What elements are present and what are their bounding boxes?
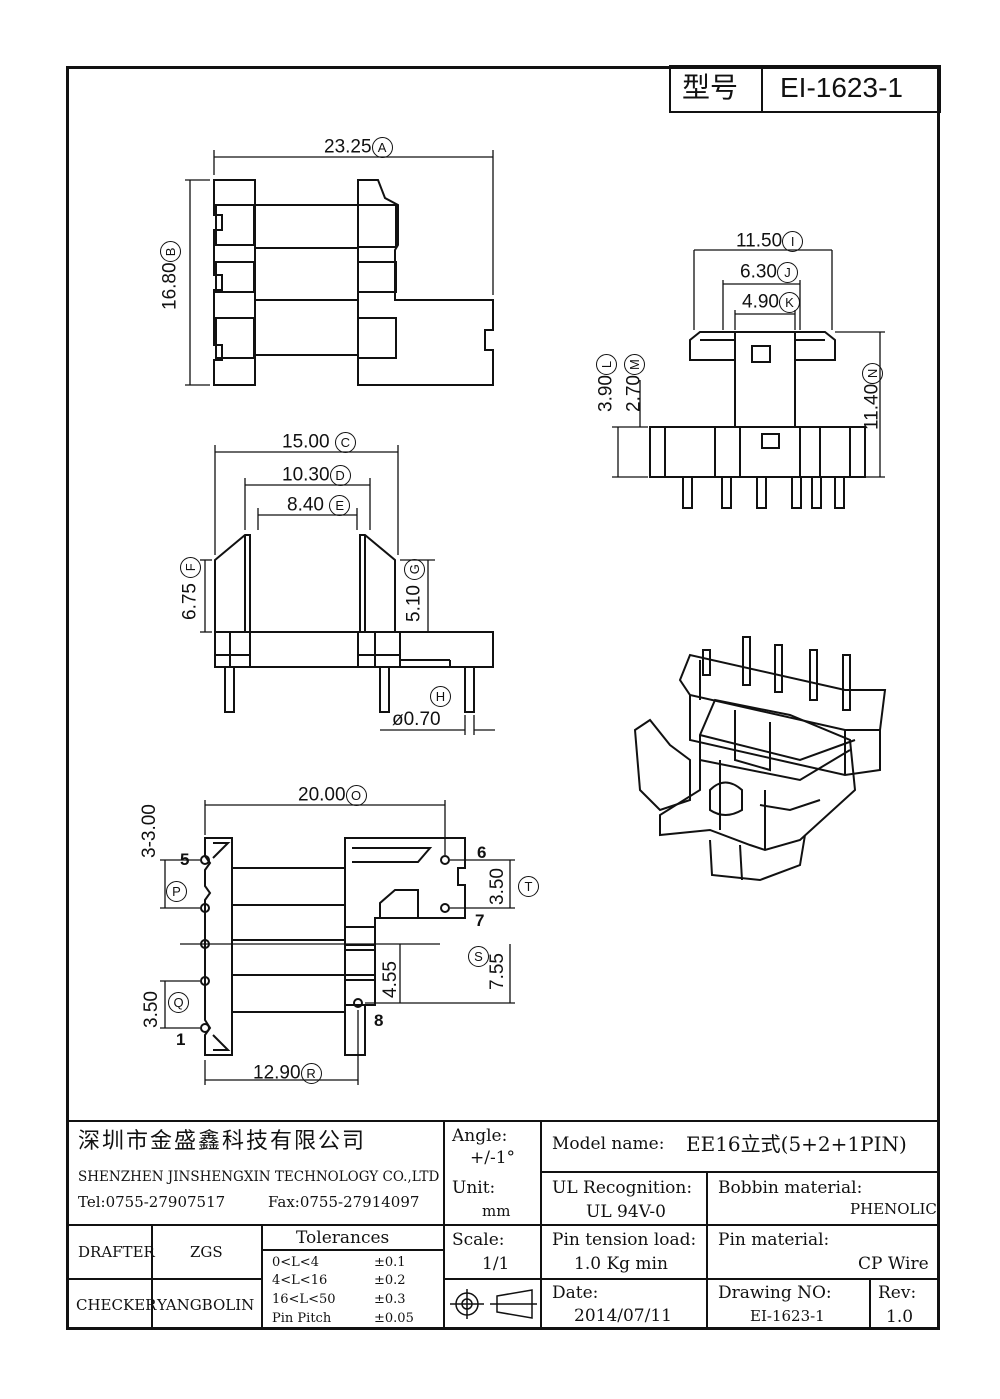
drawing-no-value: EI-1623-1 <box>750 1307 825 1325</box>
angle-label: Angle: <box>452 1126 508 1146</box>
projection-symbol <box>450 1289 537 1319</box>
unit-value: mm <box>482 1202 511 1220</box>
checker-label: CHECKER <box>76 1296 157 1314</box>
title-block-grid <box>66 1120 940 1330</box>
dim-e: 8.40 E <box>287 495 351 516</box>
tol-range-0: 0<L<4 <box>272 1255 319 1270</box>
front-view-outline <box>214 534 494 713</box>
scale-value: 1/1 <box>482 1254 510 1274</box>
company-tel: Tel:0755-27907517 <box>78 1193 226 1211</box>
model-name-value: EE16立式(5+2+1PIN) <box>686 1132 907 1156</box>
tol-value-1: ±0.2 <box>374 1273 406 1288</box>
dim-b: 16.80B <box>160 241 181 310</box>
front-view-dimensions <box>200 445 495 735</box>
tol-range-1: 4<L<16 <box>272 1273 328 1288</box>
drawing-sheet <box>66 66 940 1330</box>
dim-s-marker: S <box>468 946 489 967</box>
tol-range-3: Pin Pitch <box>272 1311 332 1326</box>
dim-p: 3-3.00 <box>139 804 160 858</box>
angle-value: +/-1° <box>470 1148 516 1168</box>
company-name-cn: 深圳市金盛鑫科技有限公司 <box>78 1129 367 1154</box>
model-number: EI-1623-1 <box>780 72 903 103</box>
rev-label: Rev: <box>878 1283 917 1303</box>
ul-value: UL 94V-0 <box>586 1202 666 1222</box>
dim-l: 3.90L <box>596 354 617 412</box>
bobbin-label: Bobbin material: <box>718 1178 863 1198</box>
dim-4-55: 4.55 <box>380 961 401 998</box>
ul-label: UL Recognition: <box>552 1178 693 1198</box>
tol-range-2: 16<L<50 <box>272 1292 336 1307</box>
tol-value-0: ±0.1 <box>374 1255 406 1270</box>
top-view-dimensions <box>185 150 494 386</box>
isometric-view <box>633 636 887 882</box>
pin-label-1: 1 <box>176 1030 186 1049</box>
dim-t: 3.50 <box>487 868 508 905</box>
model-name-label: Model name: <box>552 1134 665 1154</box>
tol-value-2: ±0.3 <box>374 1292 406 1307</box>
dim-s: 7.55 <box>487 953 508 990</box>
drafter-value: ZGS <box>190 1243 223 1261</box>
model-box-frame <box>669 65 941 113</box>
pin-label-6: 6 <box>477 843 487 862</box>
dim-g: 5.10 G <box>404 558 425 622</box>
dim-q-marker: Q <box>168 992 189 1013</box>
pin-material-label: Pin material: <box>718 1230 830 1250</box>
date-value: 2014/07/11 <box>574 1306 672 1326</box>
dim-p-marker: P <box>166 881 187 902</box>
tolerances-header: Tolerances <box>296 1228 390 1248</box>
company-name-en: SHENZHEN JINSHENGXIN TECHNOLOGY CO.,LTD <box>78 1169 440 1185</box>
checker-value: YANGBOLIN <box>157 1296 255 1314</box>
dim-f: 6.75 F <box>180 556 201 620</box>
scale-label: Scale: <box>452 1230 505 1250</box>
dim-h-marker: H <box>430 686 451 707</box>
rev-value: 1.0 <box>886 1307 914 1327</box>
dim-m: 2.70M <box>624 354 645 412</box>
side-view-dimensions <box>612 249 885 478</box>
dim-t-marker: T <box>518 876 539 897</box>
unit-label: Unit: <box>452 1178 496 1198</box>
dim-h: ø0.70 <box>392 709 441 730</box>
drafter-label: DRAFTER <box>78 1243 155 1261</box>
tol-value-3: ±0.05 <box>374 1311 414 1326</box>
model-label: 型号 <box>682 71 739 104</box>
pin-material-value: CP Wire <box>858 1254 929 1274</box>
dim-c: 15.00 C <box>282 432 356 453</box>
dim-q: 3.50 <box>141 991 162 1028</box>
side-view-outline <box>649 331 866 509</box>
pin-label-7: 7 <box>475 911 485 930</box>
dim-n: 11.40N <box>862 362 883 430</box>
bottom-view-dimensions <box>160 800 515 1085</box>
date-label: Date: <box>552 1283 599 1303</box>
pin-label-8: 8 <box>374 1011 384 1030</box>
drawing-no-label: Drawing NO: <box>718 1283 832 1303</box>
pin-tension-label: Pin tension load: <box>552 1230 697 1250</box>
bobbin-value: PHENOLIC <box>850 1200 937 1218</box>
pin-label-5: 5 <box>180 850 190 869</box>
company-fax: Fax:0755-27914097 <box>268 1193 420 1211</box>
bottom-view-outline <box>180 837 466 1056</box>
pin-tension-value: 1.0 Kg min <box>574 1254 668 1274</box>
top-view-outline <box>213 179 494 386</box>
